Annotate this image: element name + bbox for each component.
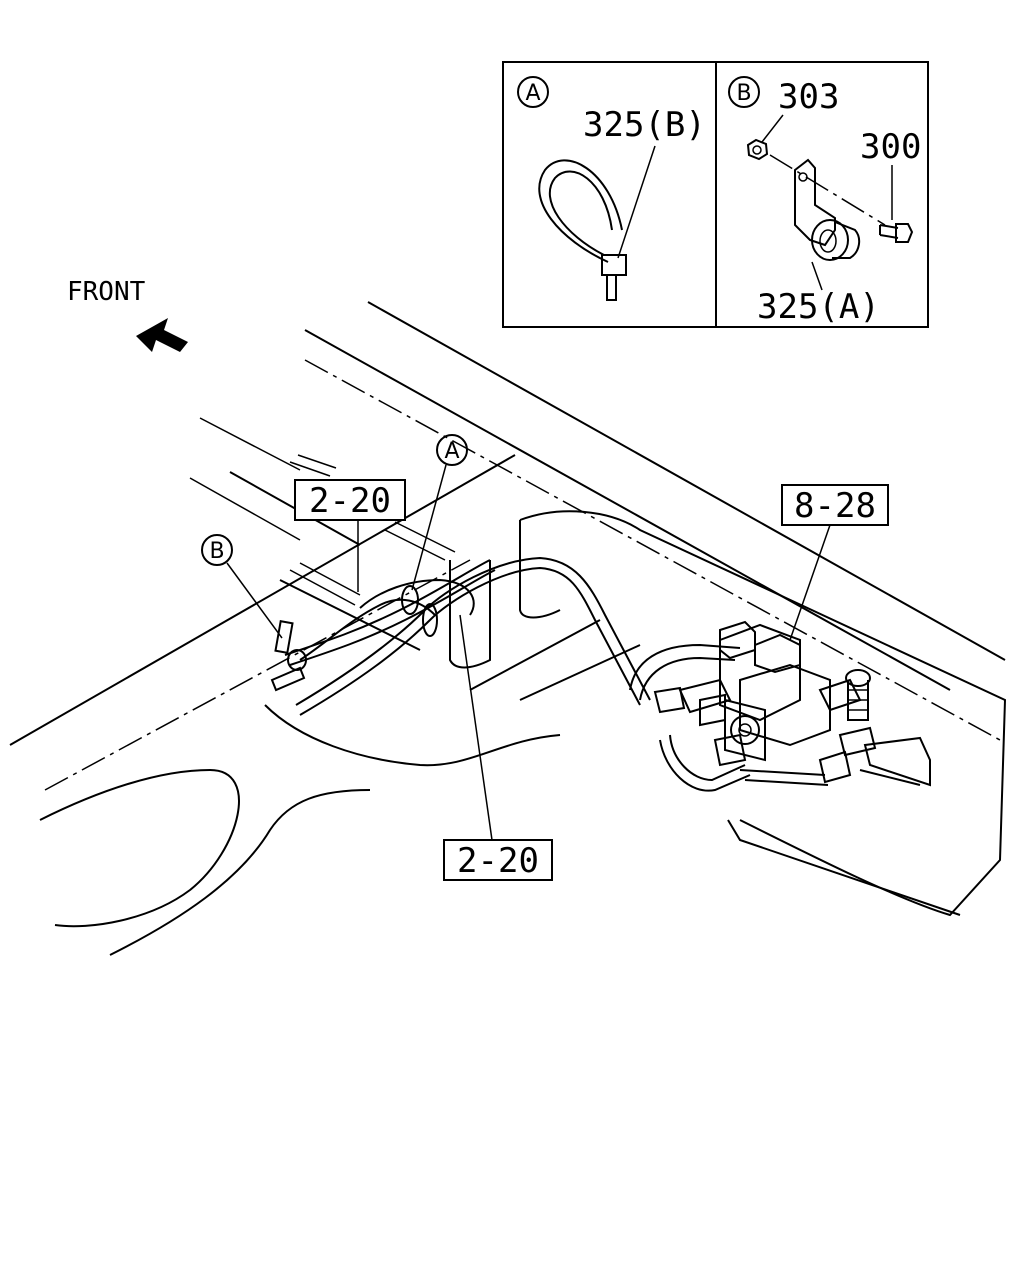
front-arrow-icon [136, 318, 188, 352]
ref-top-label: 2-20 [309, 481, 391, 521]
pipe-1 [299, 566, 641, 716]
chassis-frame [9, 301, 1007, 956]
marker-b-letter: B [209, 539, 224, 564]
clip-b-icon [274, 620, 294, 654]
clip-label: 325(A) [757, 287, 880, 327]
front-indicator: FRONT [67, 277, 188, 352]
ref-bottom-leader [459, 614, 493, 841]
detail-a-marker-letter: A [525, 81, 540, 106]
nut-leader [761, 114, 784, 143]
detail-a: A 325(B) [517, 76, 706, 301]
detail-inset: A 325(B) B 303 300 325(A) [502, 61, 929, 328]
ref-box-right [781, 484, 889, 526]
detail-a-marker [517, 76, 549, 108]
ref-right-leader [789, 524, 831, 641]
marker-a [436, 434, 468, 466]
marker-a-letter: A [444, 439, 459, 464]
clip-leader [811, 261, 823, 291]
cable-tie-label: 325(B) [583, 105, 706, 145]
detail-b-marker-letter: B [736, 81, 751, 106]
ref-bottom-label: 2-20 [457, 841, 539, 881]
detail-b-marker [728, 76, 760, 108]
ref-box-top [294, 479, 406, 521]
nut-icon [746, 138, 769, 161]
callouts: 2-20 A B 2-20 8-28 [201, 434, 889, 881]
marker-b [201, 534, 233, 566]
marker-b-leader [226, 562, 283, 639]
valve-assembly [653, 620, 931, 787]
cable-tie-tail [606, 274, 617, 301]
p-clip-icon [794, 158, 836, 247]
cable-tie-leader [617, 145, 656, 259]
bleeder-icon [845, 669, 871, 687]
assembly-axis [769, 154, 886, 226]
clip-a-icon [401, 585, 419, 615]
bolt-label: 300 [860, 127, 921, 167]
front-label: FRONT [67, 277, 146, 307]
nut-label: 303 [778, 77, 839, 117]
pipe-2 [284, 559, 491, 656]
cable-tie-loop-inner [548, 170, 613, 256]
cable-tie-loop-outer [538, 159, 623, 263]
marker-a-leader [411, 464, 447, 591]
ref-box-bottom [443, 839, 553, 881]
brake-pipes [270, 556, 829, 792]
detail-b: B 303 300 325(A) [728, 76, 921, 327]
ref-right-label: 8-28 [794, 486, 876, 526]
